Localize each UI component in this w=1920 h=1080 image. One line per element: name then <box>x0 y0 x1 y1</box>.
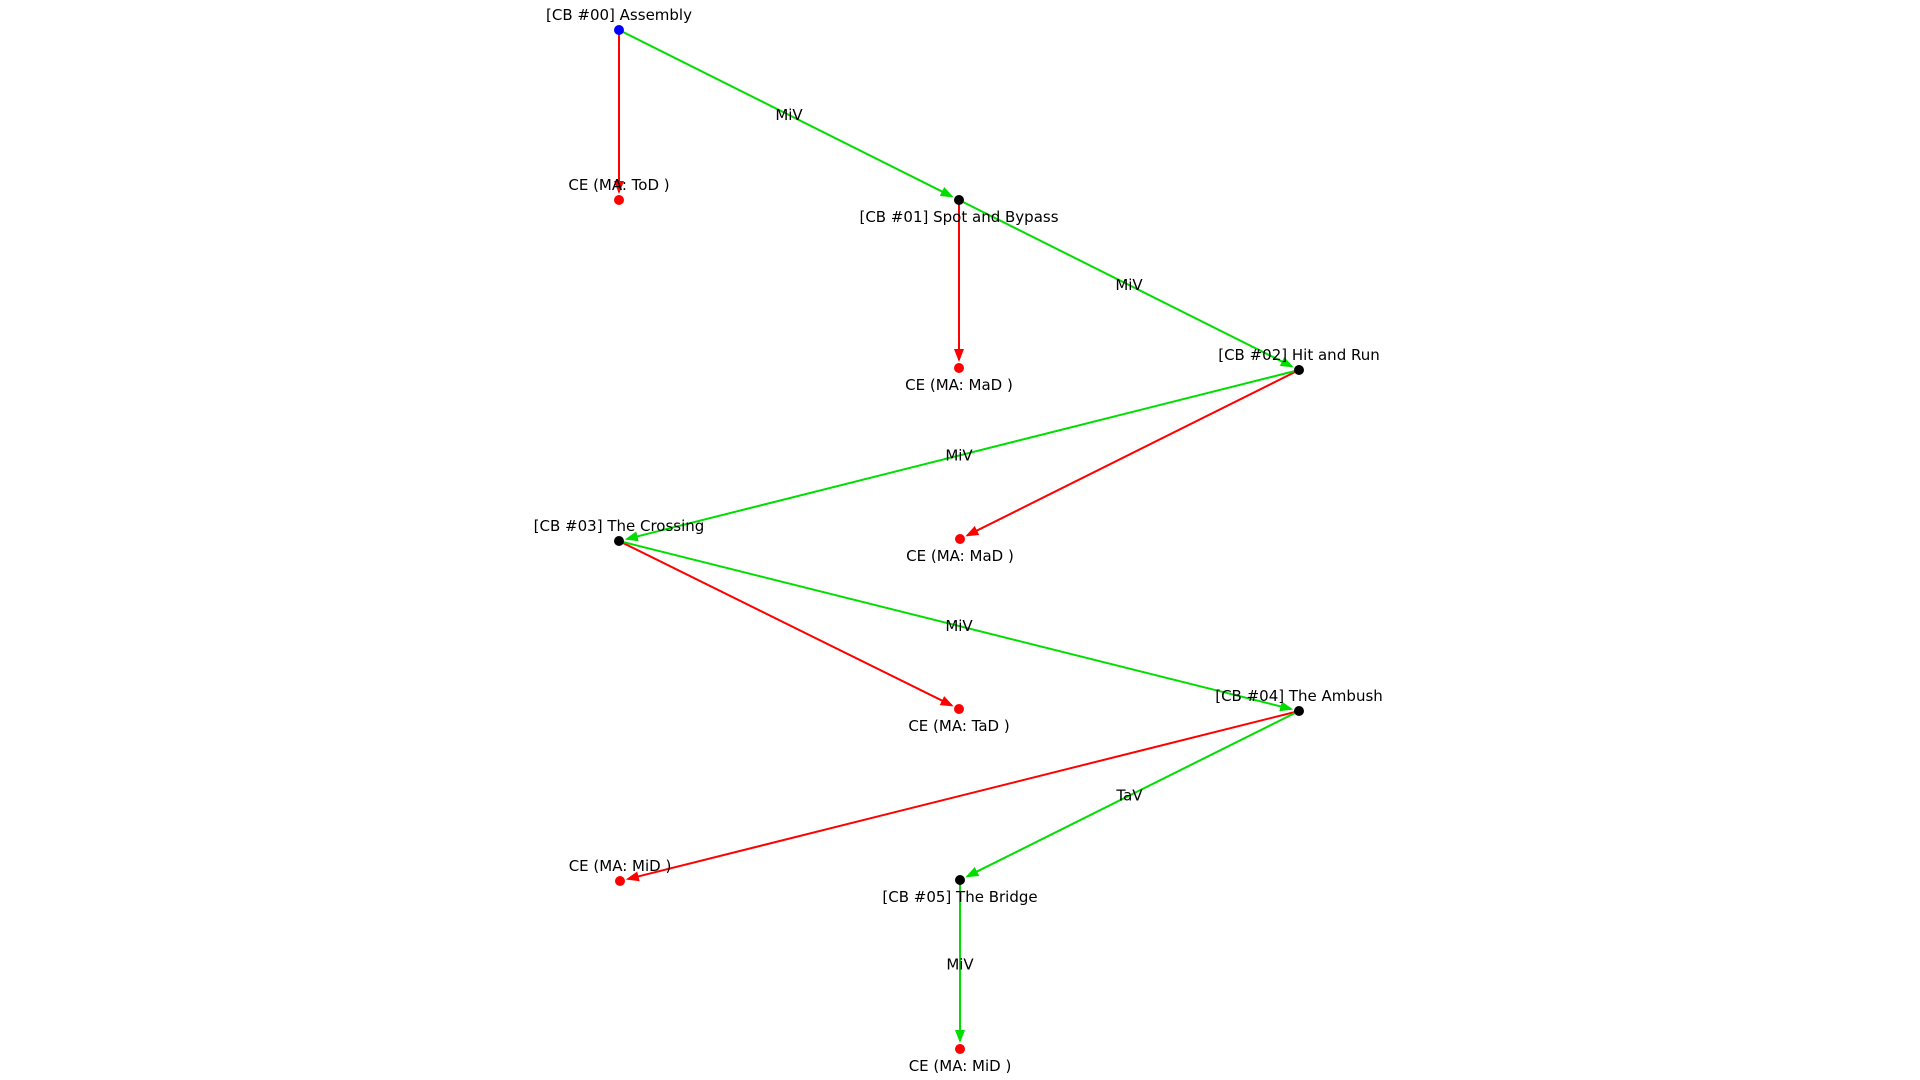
node-label: CE (MA: MiD ) <box>909 1057 1012 1075</box>
edge-label: MiV <box>775 106 803 124</box>
node-ce-mad-2: CE (MA: MaD ) <box>906 534 1014 565</box>
node-dot[interactable] <box>954 704 964 714</box>
arrowhead-icon <box>614 181 624 194</box>
node-ce-mid-2: CE (MA: MiD ) <box>909 1044 1012 1075</box>
node-label: [CB #05] The Bridge <box>882 888 1037 906</box>
node-dot[interactable] <box>615 876 625 886</box>
node-dot[interactable] <box>614 536 624 546</box>
edge-cb03-cb04: MiV <box>618 540 1294 712</box>
edge-cb02-ce-mad-2 <box>965 369 1300 537</box>
node-label: CE (MA: MaD ) <box>905 376 1013 394</box>
edge-cb04-cb05: TaV <box>965 710 1300 878</box>
edge-cb01-cb02: MiV <box>958 199 1294 368</box>
edge-label: MiV <box>946 956 974 974</box>
node-label: CE (MA: ToD ) <box>568 176 669 194</box>
edge-label: MiV <box>945 617 973 635</box>
node-cb05: [CB #05] The Bridge <box>882 875 1038 906</box>
node-dot[interactable] <box>614 195 624 205</box>
edge-label: TaV <box>1115 787 1143 805</box>
edge-label: MiV <box>1115 276 1143 294</box>
edge-label: MiV <box>945 447 973 465</box>
node-label: [CB #04] The Ambush <box>1215 687 1383 705</box>
node-cb02: [CB #02] Hit and Run <box>1218 346 1380 375</box>
node-dot[interactable] <box>954 363 964 373</box>
arrowhead-icon <box>939 187 954 198</box>
edge-line <box>966 369 1300 537</box>
edge-line <box>958 199 1293 368</box>
node-dot[interactable] <box>955 875 965 885</box>
edge-cb00-cb01: MiV <box>618 29 954 198</box>
node-cb04: [CB #04] The Ambush <box>1215 687 1383 716</box>
arrowhead-icon <box>1279 357 1294 368</box>
edge-cb03-ce-tad <box>618 540 954 707</box>
node-ce-mad-1: CE (MA: MaD ) <box>905 363 1013 394</box>
edge-cb02-cb03: MiV <box>624 369 1300 542</box>
edge-line <box>626 369 1300 541</box>
edge-line <box>627 710 1300 881</box>
node-label: [CB #02] Hit and Run <box>1218 346 1380 364</box>
arrowhead-icon <box>1279 701 1294 712</box>
node-dot[interactable] <box>955 1044 965 1054</box>
node-dot[interactable] <box>1294 365 1304 375</box>
node-ce-tod: CE (MA: ToD ) <box>568 176 670 205</box>
arrowhead-icon <box>625 871 640 882</box>
edge-line <box>618 540 953 707</box>
edge-cb05-ce-mid-2: MiV <box>946 880 974 1043</box>
node-label: CE (MA: MaD ) <box>906 547 1014 565</box>
node-dot[interactable] <box>614 25 624 35</box>
node-label: [CB #00] Assembly <box>546 6 692 24</box>
arrowhead-icon <box>965 526 980 537</box>
node-ce-mid-1: CE (MA: MiD ) <box>569 857 672 886</box>
arrowhead-icon <box>624 531 639 542</box>
arrowhead-icon <box>965 867 980 878</box>
node-cb03: [CB #03] The Crossing <box>534 517 705 546</box>
edge-cb00-ce-tod <box>614 30 624 194</box>
node-label: [CB #01] Spot and Bypass <box>859 208 1058 226</box>
edge-line <box>966 710 1300 878</box>
node-label: CE (MA: MiD ) <box>569 857 672 875</box>
arrowhead-icon <box>955 1030 965 1043</box>
node-dot[interactable] <box>955 534 965 544</box>
node-label: [CB #03] The Crossing <box>534 517 705 535</box>
node-label: CE (MA: TaD ) <box>908 717 1009 735</box>
edge-line <box>618 29 953 198</box>
node-dot[interactable] <box>954 195 964 205</box>
edge-cb01-ce-mad-1 <box>954 200 964 362</box>
edge-line <box>618 540 1292 711</box>
node-ce-tad: CE (MA: TaD ) <box>908 704 1010 735</box>
arrowhead-icon <box>954 349 964 362</box>
node-cb01: [CB #01] Spot and Bypass <box>859 195 1059 226</box>
node-dot[interactable] <box>1294 706 1304 716</box>
node-cb00: [CB #00] Assembly <box>546 6 692 35</box>
arrowhead-icon <box>939 696 954 707</box>
edge-cb04-ce-mid-1 <box>625 710 1300 882</box>
